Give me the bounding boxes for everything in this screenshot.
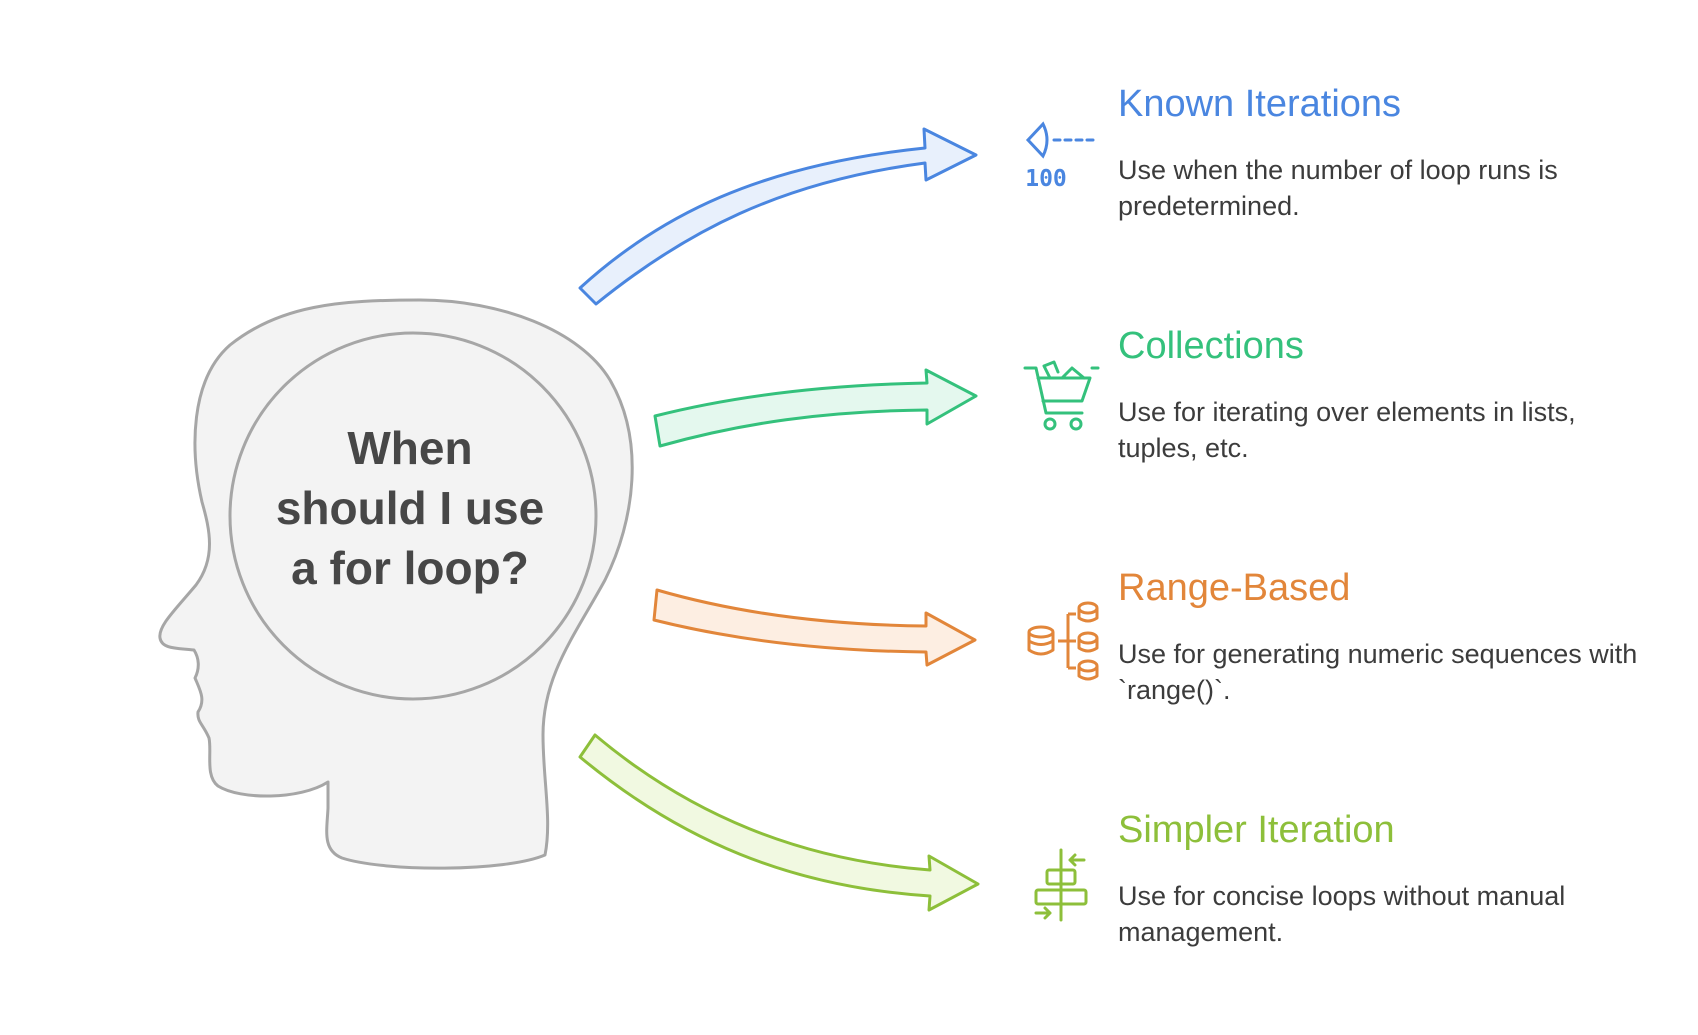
align-center-arrows-icon [1034, 848, 1088, 922]
desc-collections: Use for iterating over elements in lists… [1118, 397, 1576, 463]
question-line-2: should I use [275, 482, 545, 534]
question-line-3: a for loop? [291, 542, 529, 594]
thought-circle [228, 331, 598, 701]
arrow-simpler-iteration [578, 733, 980, 912]
desc-simpler-iteration: Use for concise loops without manual man… [1118, 881, 1566, 947]
database-range-icon [1027, 601, 1099, 681]
title-collections: Collections [1118, 325, 1304, 367]
title-simpler-iteration: Simpler Iteration [1118, 809, 1395, 851]
counter-100-icon: 100 [1025, 121, 1096, 192]
arrow-known-iterations [578, 127, 978, 306]
counter-icon-text: 100 [1025, 166, 1067, 192]
title-range-based: Range-Based [1118, 567, 1351, 609]
desc-range-based: Use for generating numeric sequences wit… [1118, 639, 1638, 705]
arrow-collections [653, 368, 978, 448]
central-question: When should I use a for loop? [250, 418, 570, 598]
shopping-cart-icon [1023, 360, 1100, 431]
title-known-iterations: Known Iterations [1118, 83, 1402, 125]
arrow-range-based [652, 588, 977, 667]
question-line-1: When [347, 422, 473, 474]
desc-known-iterations: Use when the number of loop runs is pred… [1118, 155, 1558, 221]
